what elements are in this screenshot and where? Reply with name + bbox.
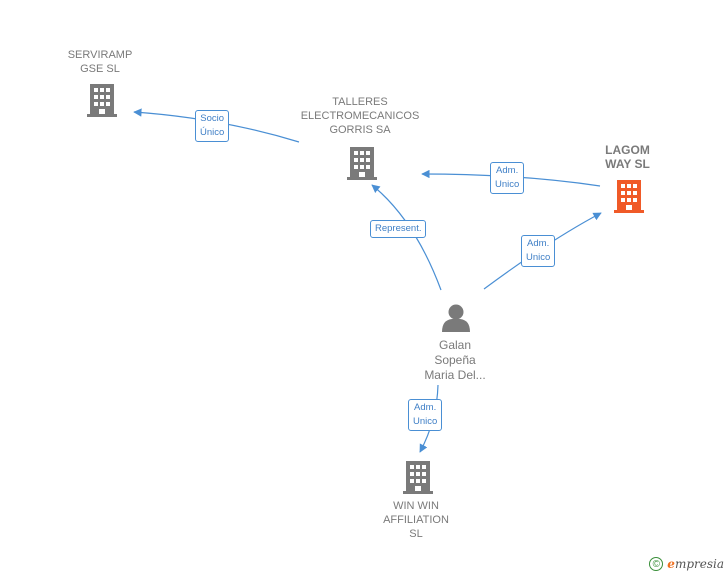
edge-label-adm-unico: Adm. Unico [408, 399, 443, 431]
building-icon[interactable] [347, 147, 377, 180]
node-label-lagom[interactable]: LAGOM WAY SL [605, 143, 650, 171]
edge-label-socio-unico: Socio Único [195, 110, 230, 142]
copyright-icon: © [649, 557, 664, 571]
node-label-galan[interactable]: Galan Sopeña Maria Del... [424, 338, 486, 382]
edge-label-adm-unico: Adm. Unico [490, 162, 525, 194]
node-label-serviramp[interactable]: SERVIRAMP GSE SL [67, 49, 133, 75]
empresia-logo: empresia [667, 557, 724, 571]
empresia-watermark: © empresia [649, 557, 724, 571]
edge-label-represent: Represent. [370, 220, 427, 238]
edge-label-adm-unico: Adm. Unico [521, 235, 556, 267]
person-icon[interactable] [442, 304, 470, 333]
building-icon[interactable] [403, 461, 433, 494]
building-icon[interactable] [87, 84, 117, 117]
building-icon[interactable] [614, 180, 644, 213]
node-label-winwin[interactable]: WIN WIN AFFILIATION SL [383, 500, 449, 540]
node-label-talleres[interactable]: TALLERES ELECTROMECANICOS GORRIS SA [300, 96, 420, 136]
